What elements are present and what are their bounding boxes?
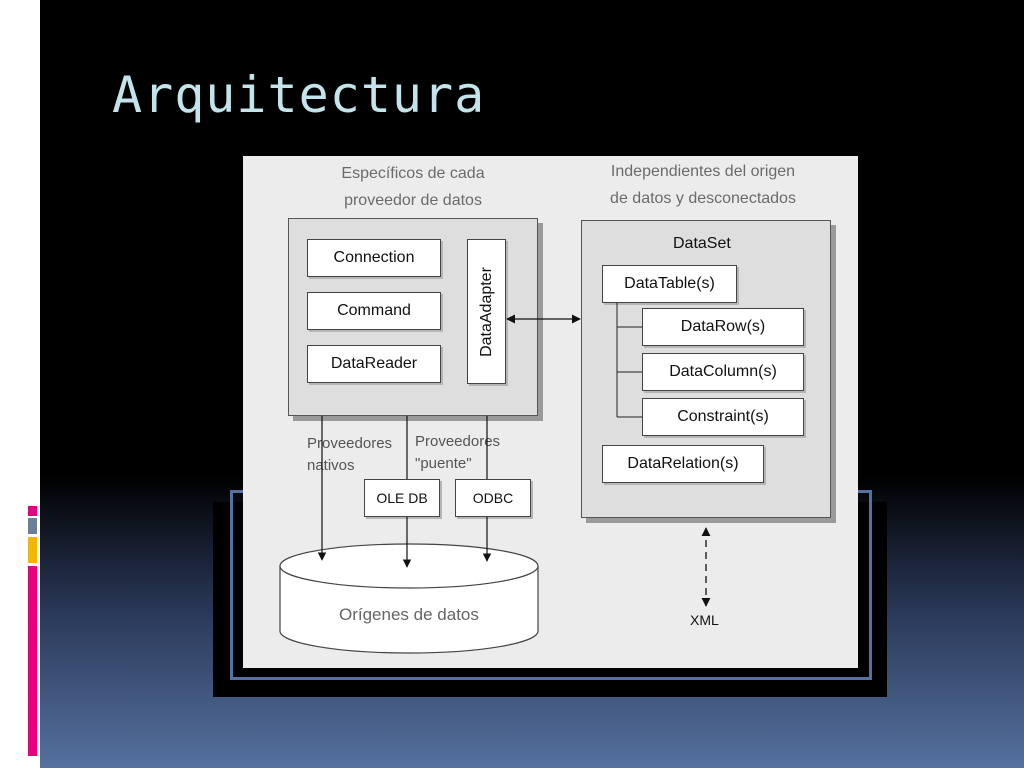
command-box: Command — [307, 292, 441, 330]
provider-caption-line2: proveedor de datos — [344, 192, 482, 209]
bridge-providers-line1: Proveedores — [415, 433, 501, 450]
datarow-box: DataRow(s) — [642, 308, 804, 346]
xml-label: XML — [690, 612, 719, 628]
native-providers-line1: Proveedores — [307, 435, 393, 452]
oledb-box: OLE DB — [364, 479, 440, 517]
datasources-label: Orígenes de datos — [339, 605, 479, 624]
connection-box: Connection — [307, 239, 441, 277]
constraint-box: Constraint(s) — [642, 398, 804, 436]
accent-bar-magenta-top — [28, 506, 37, 516]
diagram-connectors — [279, 303, 711, 654]
independent-caption-line2: de datos y desconectados — [610, 190, 796, 207]
datareader-box: DataReader — [307, 345, 441, 383]
slide-title: Arquitectura — [112, 66, 486, 124]
odbc-box: ODBC — [455, 479, 531, 517]
independent-caption-line1: Independientes del origen — [610, 163, 796, 180]
independent-caption: Independientes del origen de datos y des… — [578, 158, 828, 212]
native-providers-label: Proveedores nativos — [307, 433, 392, 477]
dataset-title: DataSet — [673, 235, 731, 252]
accent-bar-gold — [28, 537, 37, 563]
datacolumn-box: DataColumn(s) — [642, 353, 804, 391]
architecture-diagram: Específicos de cada proveedor de datos I… — [243, 156, 858, 668]
bridge-providers-line2: "puente" — [415, 455, 472, 472]
bridge-providers-label: Proveedores "puente" — [415, 431, 500, 475]
dataadapter-box: DataAdapter — [467, 239, 506, 384]
datarelation-box: DataRelation(s) — [602, 445, 764, 483]
accent-bar-magenta — [28, 566, 37, 756]
datasources-cylinder — [279, 543, 539, 654]
native-providers-line2: nativos — [307, 457, 355, 474]
datatable-box: DataTable(s) — [602, 265, 737, 303]
provider-caption: Específicos de cada proveedor de datos — [288, 160, 538, 214]
accent-bar-gray — [28, 518, 37, 534]
provider-caption-line1: Específicos de cada — [341, 165, 485, 182]
